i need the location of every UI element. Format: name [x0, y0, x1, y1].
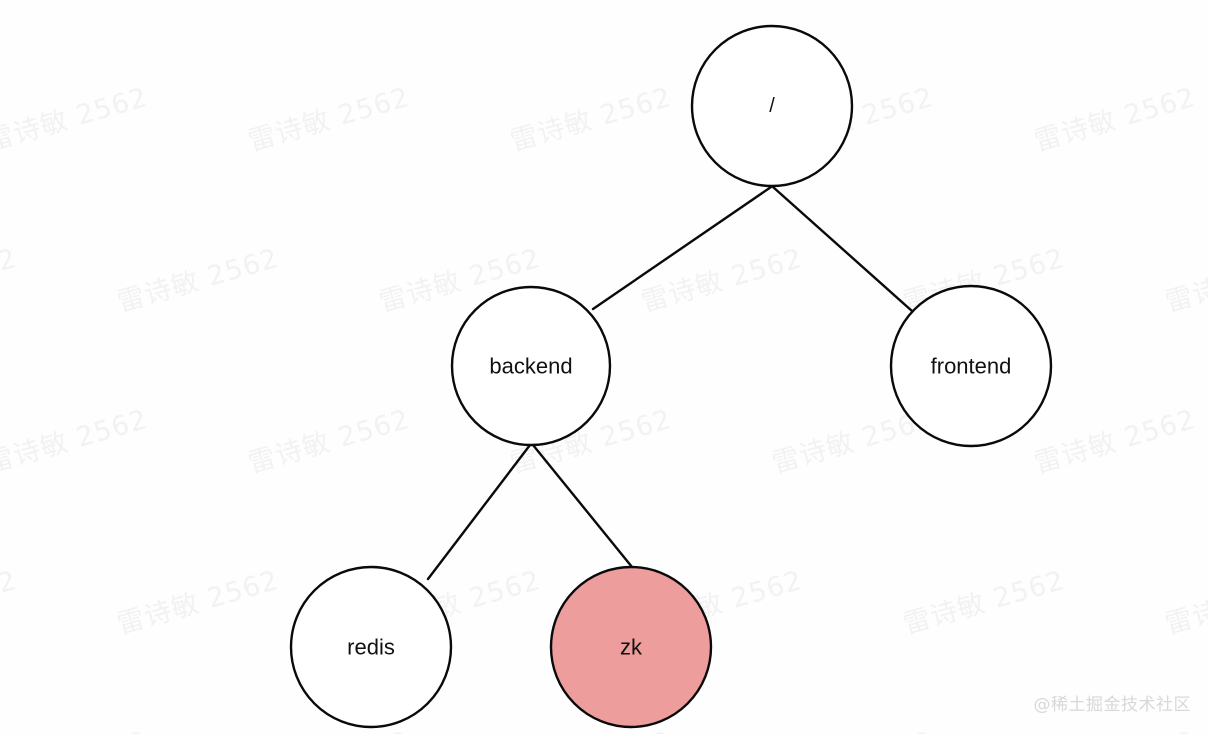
tree-edge-root-to-frontend: [771, 185, 914, 313]
nodes-group: / backend frontend redis zk: [289, 24, 1053, 729]
tree-edge-backend-to-zk: [531, 443, 634, 569]
node-label-zk: zk: [620, 635, 643, 660]
edges-group: [426, 185, 914, 581]
tree-edge-root-to-backend: [591, 185, 773, 311]
node-label-root: /: [769, 95, 775, 117]
node-label-frontend: frontend: [931, 354, 1012, 379]
node-circle-root[interactable]: [690, 24, 854, 188]
tree-node-root[interactable]: /: [690, 24, 854, 188]
node-circle-zk[interactable]: [549, 565, 713, 729]
node-label-backend: backend: [489, 354, 572, 379]
tree-node-backend[interactable]: backend: [450, 285, 612, 447]
node-circle-frontend[interactable]: [889, 284, 1053, 448]
tree-node-zk[interactable]: zk: [549, 565, 713, 729]
node-label-redis: redis: [347, 635, 395, 660]
tree-node-redis[interactable]: redis: [289, 565, 453, 729]
tree-node-frontend[interactable]: frontend: [889, 284, 1053, 448]
node-circle-backend[interactable]: [450, 285, 612, 447]
node-circle-redis[interactable]: [289, 565, 453, 729]
tree-edge-backend-to-redis: [426, 443, 532, 581]
source-credit: @稀土掘金技术社区: [1033, 695, 1191, 715]
